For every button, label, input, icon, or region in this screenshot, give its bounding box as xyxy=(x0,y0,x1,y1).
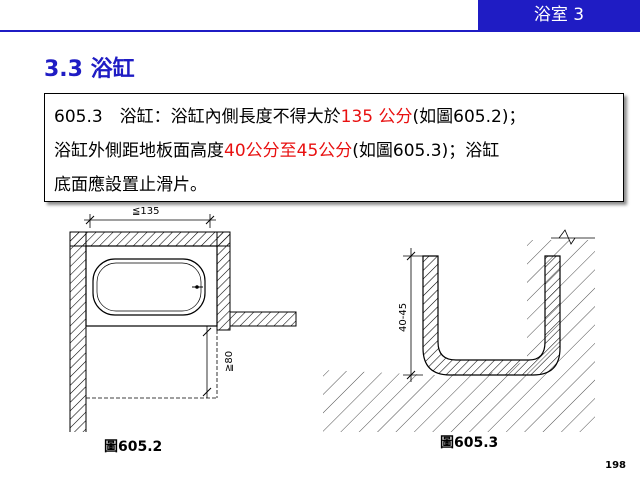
rule-height-range: 40公分至45公分 xyxy=(224,141,353,161)
page-title: 3.3 浴缸 xyxy=(44,57,135,82)
width-dimension-label: ≧80 xyxy=(224,351,235,372)
page-number: 198 xyxy=(605,460,626,471)
wall-break-symbol xyxy=(551,229,595,245)
tub-section-shape xyxy=(422,255,561,376)
bathtub-section-drawing: 40-45 xyxy=(323,229,595,432)
length-dimension-line xyxy=(84,214,216,228)
rule-line-2: 浴缸外側距地板面高度40公分至45公分(如圖605.3)；浴缸 xyxy=(54,134,615,168)
chapter-tab: 浴室 3 xyxy=(478,0,640,30)
rule-max-length: 135 公分 xyxy=(340,107,413,127)
floor-hatching xyxy=(323,240,595,432)
width-dimension-line xyxy=(202,326,212,398)
rule-line-1-prefix: 605.3 浴缸：浴缸內側長度不得大於 xyxy=(54,107,341,127)
rule-line-1: 605.3 浴缸：浴缸內側長度不得大於135 公分(如圖605.2)； xyxy=(54,100,615,134)
figure-caption-605-2: 圖605.2 xyxy=(104,439,163,455)
rule-line-3: 底面應設置止滑片。 xyxy=(54,175,207,195)
regulation-text-box: 605.3 浴缸：浴缸內側長度不得大於135 公分(如圖605.2)； 浴缸外側… xyxy=(44,93,624,202)
faucet-icon xyxy=(192,285,203,289)
height-dimension-line xyxy=(403,248,423,382)
length-dimension-label: ≦135 xyxy=(132,206,159,217)
bathtub-plan-drawing: ≦135 ≧80 xyxy=(69,206,297,432)
bathtub-outline xyxy=(85,245,218,327)
header-rule xyxy=(0,30,640,32)
rule-line-2-suffix: (如圖605.3)；浴缸 xyxy=(352,141,500,161)
rule-line-1-suffix: (如圖605.2)； xyxy=(412,107,526,127)
clear-floor-area xyxy=(86,330,218,399)
figure-caption-605-3: 圖605.3 xyxy=(440,435,499,451)
rule-line-2-prefix: 浴缸外側距地板面高度 xyxy=(54,141,224,161)
height-dimension-label: 40-45 xyxy=(398,303,409,332)
